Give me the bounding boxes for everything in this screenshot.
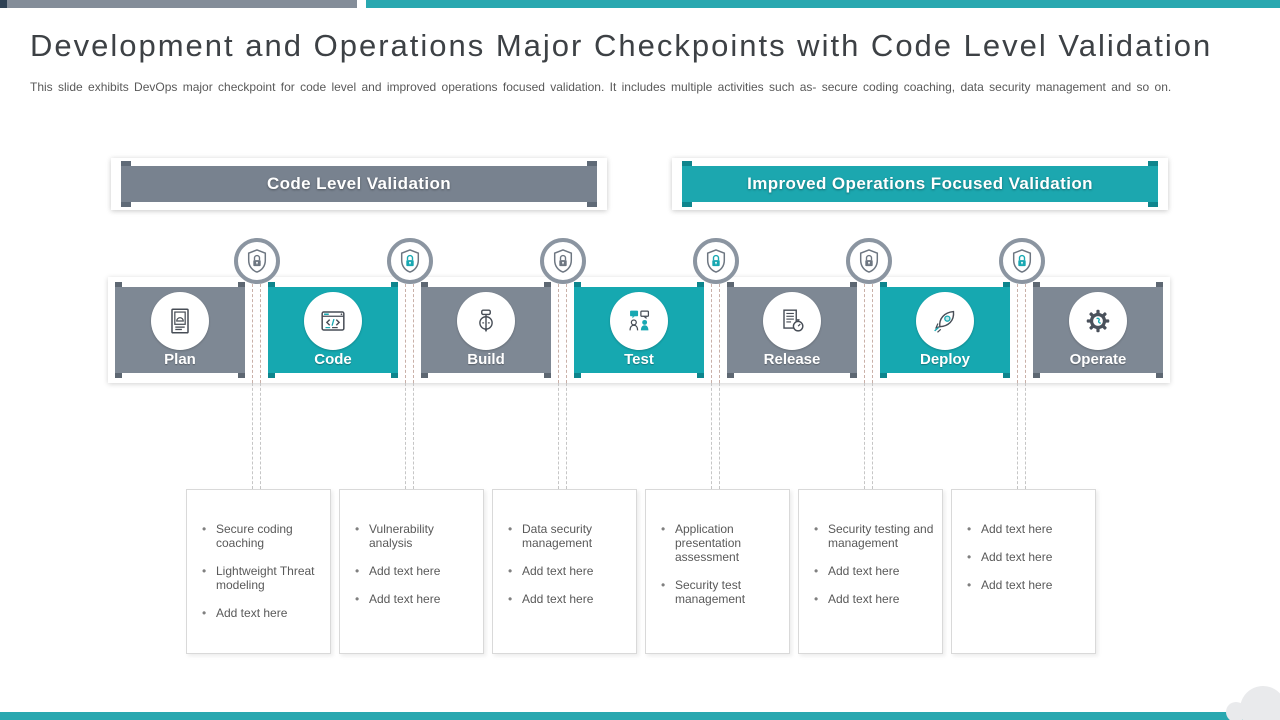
stage-icon-circle (1069, 292, 1127, 350)
note-item: Vulnerability analysis (354, 522, 477, 550)
note-item: Add text here (813, 564, 936, 578)
connector-dashed-line (558, 284, 567, 383)
stage-icon-circle (916, 292, 974, 350)
note-card-build: Data security management Add text here A… (492, 489, 637, 654)
checkpoint-badge (693, 238, 739, 284)
connector-dashed-line (405, 383, 414, 489)
note-item: Add text here (507, 592, 630, 606)
checkpoint-badge (540, 238, 586, 284)
note-item: Application presentation assessment (660, 522, 783, 564)
note-item: Add text here (966, 522, 1089, 536)
connector-dashed-line (711, 383, 720, 489)
stage-code: Code (268, 282, 398, 378)
connector-dashed-line (864, 284, 873, 383)
corner-circle-decoration (1240, 686, 1280, 720)
stage-plan: Plan (115, 282, 245, 378)
shield-lock-icon (247, 249, 267, 273)
stage-release: Release (727, 282, 857, 378)
stage-label: Plan (164, 351, 196, 368)
shield-lock-icon (1012, 249, 1032, 273)
stage-label: Test (624, 351, 654, 368)
connector-dashed-line (864, 383, 873, 489)
stage-icon-circle (304, 292, 362, 350)
note-item: Security test management (660, 578, 783, 606)
plan-clipboard-icon (171, 308, 189, 334)
test-users-chat-icon (629, 310, 650, 331)
stage-icon-circle (457, 292, 515, 350)
ribbon-band: Code Level Validation (121, 166, 597, 202)
note-card-test: Application presentation assessment Secu… (645, 489, 790, 654)
note-item: Add text here (507, 564, 630, 578)
stage-build: Build (421, 282, 551, 378)
checkpoint-badge (234, 238, 280, 284)
shield-lock-icon (553, 249, 573, 273)
corner-circle-decoration (1226, 702, 1246, 720)
note-card-plan: Secure coding coaching Lightweight Threa… (186, 489, 331, 654)
operate-gear-icon (1086, 309, 1110, 333)
connector-dashed-line (1017, 284, 1026, 383)
stage-deploy: Deploy (880, 282, 1010, 378)
stage-test: Test (574, 282, 704, 378)
top-accent-navy (0, 0, 7, 8)
note-item: Data security management (507, 522, 630, 550)
note-card-deploy: Add text here Add text here Add text her… (951, 489, 1096, 654)
connector-dashed-line (252, 284, 261, 383)
connector-dashed-line (252, 383, 261, 489)
note-item: Add text here (354, 564, 477, 578)
stage-label: Deploy (919, 351, 970, 368)
shield-lock-icon (400, 249, 420, 273)
stage-icon-circle (151, 292, 209, 350)
connector-dashed-line (405, 284, 414, 383)
code-window-icon (321, 311, 345, 331)
banner-code-level-validation: Code Level Validation (111, 158, 607, 210)
top-accent-gray (7, 0, 357, 8)
note-item: Add text here (201, 606, 324, 620)
bottom-accent-teal (0, 712, 1280, 720)
build-hammer-icon (479, 309, 493, 333)
checkpoint-badge (999, 238, 1045, 284)
note-card-code: Vulnerability analysis Add text here Add… (339, 489, 484, 654)
stage-label: Release (763, 351, 821, 368)
note-item: Security testing and management (813, 522, 936, 550)
stage-label: Operate (1069, 351, 1127, 368)
checkpoint-badge (846, 238, 892, 284)
note-item: Lightweight Threat modeling (201, 564, 324, 592)
note-item: Add text here (813, 592, 936, 606)
note-item: Add text here (966, 550, 1089, 564)
connector-dashed-line (1017, 383, 1026, 489)
page-subtitle: This slide exhibits DevOps major checkpo… (30, 80, 1172, 94)
connector-dashed-line (711, 284, 720, 383)
checkpoint-badge (387, 238, 433, 284)
shield-lock-icon (859, 249, 879, 273)
stage-label: Build (467, 351, 505, 368)
deploy-rocket-icon (934, 310, 955, 333)
note-item: Add text here (354, 592, 477, 606)
shield-lock-icon (706, 249, 726, 273)
top-accent-teal (366, 0, 1280, 8)
stage-icon-circle (610, 292, 668, 350)
note-card-release: Security testing and management Add text… (798, 489, 943, 654)
banner-label: Improved Operations Focused Validation (747, 174, 1093, 193)
stage-operate: Operate (1033, 282, 1163, 378)
ribbon-band: Improved Operations Focused Validation (682, 166, 1158, 202)
connector-dashed-line (558, 383, 567, 489)
release-document-timer-icon (783, 309, 804, 332)
banner-label: Code Level Validation (266, 174, 452, 193)
note-item: Secure coding coaching (201, 522, 324, 550)
note-item: Add text here (966, 578, 1089, 592)
stage-label: Code (314, 351, 352, 368)
page-title: Development and Operations Major Checkpo… (30, 28, 1213, 63)
banner-improved-operations: Improved Operations Focused Validation (672, 158, 1168, 210)
stage-icon-circle (763, 292, 821, 350)
